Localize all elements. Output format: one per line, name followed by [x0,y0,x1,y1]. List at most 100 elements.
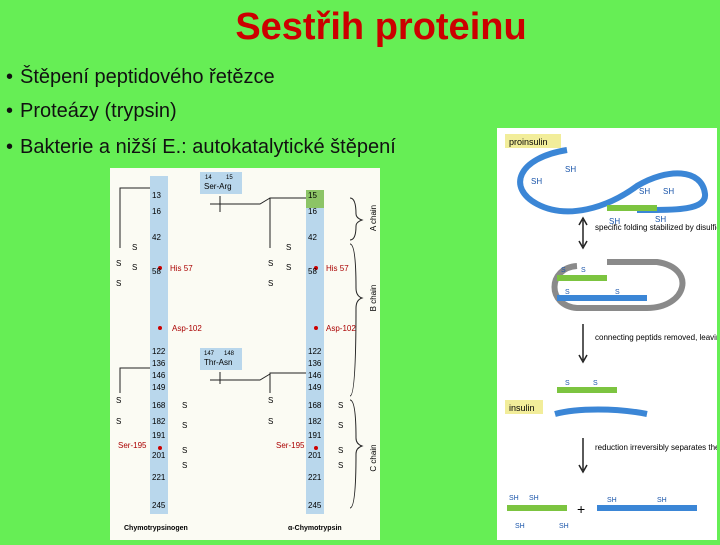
step1-text: specific folding stabilized by disulfice… [595,223,717,232]
proinsulin-sh-labels: SH SH SH SH SH SH [531,165,674,226]
residue-number: 245 [308,501,322,510]
sh-6: SH [655,215,666,224]
step2-text: connecting peptids removed, leaving comp… [595,333,717,342]
chain-bar-right [306,190,324,514]
ss-right-4: S [286,263,291,272]
ss-right-1: S [286,243,291,252]
his-dot-right [314,266,318,270]
residue-number: 136 [308,359,322,368]
his-label-right: His 57 [326,264,349,273]
insulin-b-chain [554,406,648,417]
sh-5: SH [609,217,620,226]
residue-number: 13 [152,191,161,200]
asp-label-left: Asp-102 [172,324,202,333]
residue-number: 136 [152,359,166,368]
residue-number: 201 [152,451,166,460]
caption-chymotrypsinogen: Chymotrypsinogen [124,525,188,532]
his-dot-left [158,266,162,270]
sep-sh-2: SH [529,495,539,502]
residue-number: 16 [152,207,161,216]
ss-right-6: S [268,417,273,426]
cleavage-num-148: 148 [224,351,235,357]
caption-chymotrypsin: α-Chymotrypsin [288,525,342,532]
sh-2: SH [531,177,542,186]
residue-number: 149 [152,383,166,392]
insulin-s-2: S [593,380,598,387]
reversible-arrow-heads [578,216,588,250]
residue-number: 122 [152,347,166,356]
connector-lines [119,187,364,509]
residue-number: 146 [308,371,322,380]
cleavage-num-147: 147 [204,351,215,357]
bullet-text-2: Proteázy (trypsin) [20,100,177,122]
residue-number: 168 [152,401,166,410]
bullet-glyph: • [6,66,14,88]
ss-left-8: S [182,421,187,430]
residue-number: 182 [308,417,322,426]
ss-right-5: S [268,396,273,405]
his-label-left: His 57 [170,264,193,273]
ser-dot-right [314,446,318,450]
insulin-figure: proinsulin SH SH SH SH SH SH specific fo… [497,128,720,540]
folded-s-3: S [565,289,570,296]
sep-sh-5: SH [607,497,617,504]
cleavage-num-14: 14 [205,175,212,181]
asp-dot-left [158,326,162,330]
residue-number: 16 [308,207,317,216]
residue-number: 42 [152,233,161,242]
ss-left-3: S [116,279,121,288]
bullet-glyph: • [6,136,14,158]
residue-number: 182 [152,417,166,426]
chain-bar-left [150,176,168,514]
bullet-text-1: Štěpení peptidového řetězce [20,66,275,88]
chain-label-c: C chain [369,444,378,471]
proinsulin-chain [517,147,708,215]
step3-arrow-head [578,464,588,474]
bullet-text-3: Bakterie a nižší E.: autokatalytické ště… [20,136,396,158]
sep-sh-3: SH [515,523,525,530]
folded-s-2: S [581,267,586,274]
bullet-item-3: • Bakterie a nižší E.: autokatalytické št… [6,136,396,159]
disulfide-markers: S S S S S S S S S S S S S S S S S S S S [116,243,343,470]
residue-number: 15 [308,191,317,200]
ss-right-8: S [338,421,343,430]
bullet-item-2: •Proteázy (trypsin) [6,100,177,123]
ss-right-7: S [338,401,343,410]
ss-left-7: S [182,401,187,410]
bullet-item-1: • Štěpení peptidového řetězce [6,66,275,89]
residue-number: 221 [152,473,166,482]
residue-number: 42 [308,233,317,242]
cleavage-pair-top: Ser-Arg [204,182,232,191]
residue-number: 149 [308,383,322,392]
sh-3: SH [639,187,650,196]
residue-number: 168 [308,401,322,410]
ss-left-6: S [116,417,121,426]
ser-label-right: Ser-195 [276,441,305,450]
cleavage-num-15: 15 [226,175,233,181]
ss-right-10: S [338,461,343,470]
ss-right-9: S [338,446,343,455]
residue-number: 191 [152,431,166,440]
proinsulin-label: proinsulin [509,137,548,147]
chain-a-segment [306,190,324,208]
sh-1: SH [565,165,576,174]
ser-dot-left [158,446,162,450]
asp-label-right: Asp-102 [326,324,356,333]
ss-left-2: S [116,259,121,268]
residue-number: 58 [152,267,161,276]
sep-sh-1: SH [509,495,519,502]
cleavage-pair-mid: Thr-Asn [204,358,232,367]
ss-left-1: S [132,243,137,252]
insulin-s-1: S [565,380,570,387]
plus-sign: + [577,501,585,517]
insulin-label-box [505,400,543,414]
ss-left-4: S [132,263,137,272]
residue-number: 191 [308,431,322,440]
proinsulin-label-box [505,134,561,148]
residue-number: 245 [152,501,166,510]
step2-arrow-head [578,354,588,364]
sh-4: SH [663,187,674,196]
ss-left-9: S [182,446,187,455]
cleavage-box-top [200,172,242,194]
